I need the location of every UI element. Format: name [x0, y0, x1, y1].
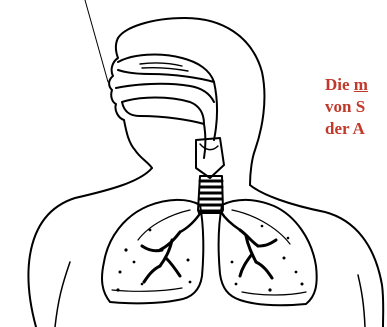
- right-lung: [219, 200, 317, 305]
- tongue: [122, 98, 204, 125]
- right-arm-line: [358, 275, 365, 327]
- right-bronchial-tree: [240, 230, 276, 278]
- left-bronchial-tree: [142, 232, 180, 282]
- bronchi: [180, 212, 240, 232]
- caption-line-2: von S: [325, 96, 387, 118]
- epiglottis: [200, 144, 218, 150]
- caption-line-3: der A: [325, 118, 387, 140]
- nasal-conchae: [140, 63, 188, 71]
- trachea-rings: [200, 181, 222, 211]
- caption-line-1-prefix: Die: [325, 75, 354, 94]
- label-pointer-line: [85, 0, 108, 82]
- caption-text: Die m von S der A: [325, 74, 387, 140]
- caption-line-1: Die m: [325, 74, 387, 96]
- left-arm-line: [55, 262, 70, 327]
- caption-line-1-underlined: m: [354, 75, 368, 94]
